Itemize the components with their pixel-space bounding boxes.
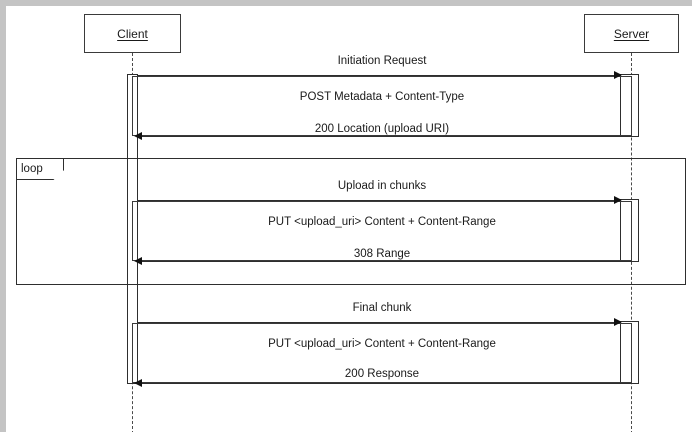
message-label-put-final: PUT <upload_uri> Content + Content-Range xyxy=(268,338,496,350)
activation-bar-server-3 xyxy=(620,321,639,384)
message-label-upload-in-chunks: Upload in chunks xyxy=(337,180,427,192)
message-label-post-metadata: POST Metadata + Content-Type xyxy=(299,91,465,103)
message-frame-1 xyxy=(132,76,632,136)
message-label-put-chunk: PUT <upload_uri> Content + Content-Range xyxy=(268,216,496,228)
arrowhead-200-location xyxy=(134,132,142,140)
message-arrow-200-location xyxy=(138,136,620,138)
arrowhead-put-final xyxy=(614,318,622,326)
participant-box-client[interactable]: Client xyxy=(84,14,181,53)
loop-fragment xyxy=(16,158,686,285)
message-label-308-range: 308 Range xyxy=(353,248,411,260)
message-arrow-put-chunk xyxy=(138,200,620,202)
message-frame-2 xyxy=(132,201,632,261)
message-label-200-location: 200 Location (upload URI) xyxy=(314,123,450,135)
arrowhead-308-range xyxy=(134,257,142,265)
message-arrow-post-metadata xyxy=(138,75,620,77)
activation-bar-server-2 xyxy=(620,199,639,262)
message-arrow-put-final xyxy=(138,322,620,324)
activation-bar-server-1 xyxy=(620,74,639,137)
loop-fragment-label-tab: loop xyxy=(16,158,64,180)
participant-label-server: Server xyxy=(613,26,650,41)
arrowhead-200-response xyxy=(134,379,142,387)
message-label-final-chunk: Final chunk xyxy=(352,302,412,314)
message-arrow-308-range xyxy=(138,261,620,263)
message-frame-3 xyxy=(132,323,632,383)
message-arrow-200-response xyxy=(138,383,620,385)
participant-box-server[interactable]: Server xyxy=(584,14,679,53)
arrowhead-post-metadata xyxy=(614,71,622,79)
message-label-200-response: 200 Response xyxy=(344,368,420,380)
loop-fragment-operator: loop xyxy=(21,163,43,175)
message-label-initiation-request: Initiation Request xyxy=(337,55,427,67)
participant-label-client: Client xyxy=(117,26,148,41)
arrowhead-put-chunk xyxy=(614,196,622,204)
